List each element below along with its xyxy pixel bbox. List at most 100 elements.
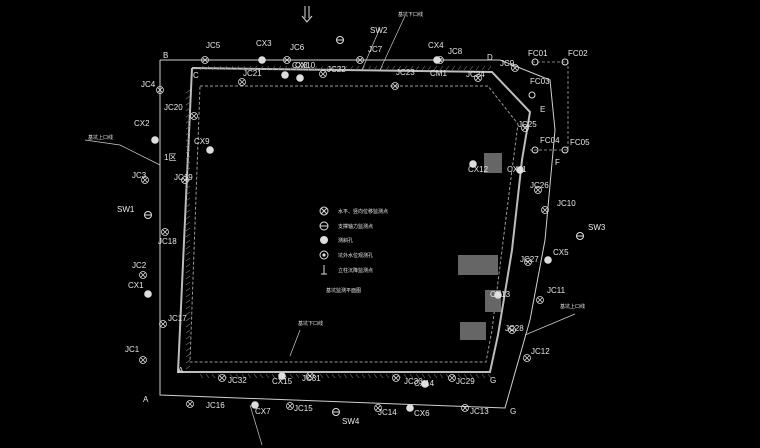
annotation-top: 基坑下口线 xyxy=(398,11,423,18)
legend-item-5: 立柱沉降监测点 xyxy=(338,267,373,274)
cx-point-cx14 xyxy=(421,380,429,388)
corner-g-inner: G xyxy=(490,376,496,385)
jc-point-jc6 xyxy=(283,56,291,64)
inner-pit-boundary xyxy=(176,67,532,373)
jc-label: JC20 xyxy=(164,103,183,112)
jc-label: JC6 xyxy=(290,43,305,52)
cx-label: CX2 xyxy=(134,119,150,128)
jc-label: JC21 xyxy=(243,69,262,78)
cx-label: CX12 xyxy=(468,165,489,174)
jc-label: JC15 xyxy=(294,404,313,413)
jc-label: JC29 xyxy=(456,377,475,386)
corner-d: D xyxy=(487,53,493,62)
corner-f: F xyxy=(555,158,560,167)
jc-point-jc32 xyxy=(218,374,226,382)
sw-point-sw3 xyxy=(576,232,584,240)
fc-label: FC02 xyxy=(568,49,588,58)
cx-label: CX13 xyxy=(490,290,511,299)
fc-label: FC03 xyxy=(530,77,550,86)
jc-point-jc30 xyxy=(392,374,400,382)
column-block xyxy=(484,153,502,173)
jc-label: JC11 xyxy=(547,286,566,295)
cx-label: CX1 xyxy=(128,281,144,290)
jc-point-jc14 xyxy=(374,404,382,412)
jc-label: JC25 xyxy=(518,120,537,129)
cx-label: CX6 xyxy=(414,409,430,418)
legend-item-1: 水平、竖向位移监测点 xyxy=(338,208,388,215)
jc-label: JC4 xyxy=(141,80,156,89)
column-block xyxy=(460,322,486,340)
cx-point-cx3 xyxy=(258,56,266,64)
jc-point-jc24 xyxy=(474,74,482,82)
jc-label: JC5 xyxy=(206,41,221,50)
jc-point-jc26 xyxy=(534,186,542,194)
annotation-bottom: 基坑下口线 xyxy=(298,320,323,327)
cx-label: CX4 xyxy=(428,41,444,50)
jc-point-jc12 xyxy=(523,354,531,362)
cx-point-cx13 xyxy=(494,291,502,299)
jc-point-jc20 xyxy=(190,112,198,120)
jc-label: JC30 xyxy=(404,377,423,386)
leader-lines xyxy=(84,15,576,446)
cx-point-cx2 xyxy=(151,136,159,144)
jc-point-jc11 xyxy=(536,296,544,304)
annotation-left: 基坑上口线 xyxy=(88,134,113,141)
sw-label: SW3 xyxy=(588,223,606,232)
monitoring-symbols xyxy=(139,36,584,416)
fc-point-fc05 xyxy=(561,146,569,154)
legend: 水平、竖向位移监测点 支撑轴力监测点 测斜孔 坑外水位观测孔 立柱沉降监测点 基… xyxy=(319,206,388,294)
jc-point-jc21 xyxy=(238,78,246,86)
cx-point-cx5 xyxy=(544,256,552,264)
jc-label: JC12 xyxy=(531,347,550,356)
jc-point-jc25 xyxy=(521,124,529,132)
fc-label: FC01 xyxy=(528,49,548,58)
jc-label: JC26 xyxy=(530,181,549,190)
jc-point-jc17 xyxy=(159,320,167,328)
cx-label: CX11 xyxy=(507,165,527,174)
cx-point-cx9 xyxy=(206,146,214,154)
corner-c: C xyxy=(193,71,199,80)
jc-point-jc2 xyxy=(139,271,147,279)
fc-point-fc01 xyxy=(531,58,539,66)
sw-label: SW2 xyxy=(370,26,388,35)
jc-point-jc16 xyxy=(186,400,194,408)
jc-point-jc18 xyxy=(161,228,169,236)
cx-point-cx10 xyxy=(281,71,289,79)
cx-label: CX7 xyxy=(255,407,271,416)
jc-label: JC32 xyxy=(228,376,247,385)
sw-label: SW1 xyxy=(117,205,135,214)
jc-label: JC28 xyxy=(505,324,524,333)
cx-point-cx7 xyxy=(251,401,259,409)
cx-label: CX9 xyxy=(194,137,210,146)
sw-point-sw4 xyxy=(332,408,340,416)
sw-point-sw2 xyxy=(336,36,344,44)
jc-point-jc29 xyxy=(448,374,456,382)
jc-label: JC23 xyxy=(396,68,415,77)
fc-point-fc02 xyxy=(561,58,569,66)
corner-b: B xyxy=(163,51,168,60)
jc-label: JC18 xyxy=(158,237,177,246)
jc-point-jc7 xyxy=(356,56,364,64)
cx-label: CX14 xyxy=(414,379,435,388)
jc-label: JC3 xyxy=(132,171,147,180)
legend-item-4: 坑外水位观测孔 xyxy=(338,252,373,259)
fc-label: FC04 xyxy=(540,136,560,145)
legend-item-2: 支撑轴力监测点 xyxy=(338,223,373,230)
corner-a-inner: A xyxy=(178,366,184,375)
jc-label: JC9 xyxy=(500,59,515,68)
jc-point-jc9 xyxy=(511,64,519,72)
jc-point-jc13 xyxy=(461,404,469,412)
cx-label: CX3 xyxy=(256,39,272,48)
jc-label: JC27 xyxy=(520,255,539,264)
jc-label: JC24 xyxy=(466,70,485,79)
jc-label: JC22 xyxy=(327,65,346,74)
cx-point-cx1 xyxy=(144,290,152,298)
sw-point-sw1 xyxy=(144,211,152,219)
legend-caption: 基坑监测平面图 xyxy=(326,287,361,294)
outer-pit-boundary xyxy=(159,59,556,409)
jc-point-jc28 xyxy=(508,326,516,334)
jc-label: JC1 xyxy=(125,345,140,354)
cx-label: CX8 xyxy=(292,61,308,70)
fc-label: FC05 xyxy=(570,138,590,147)
